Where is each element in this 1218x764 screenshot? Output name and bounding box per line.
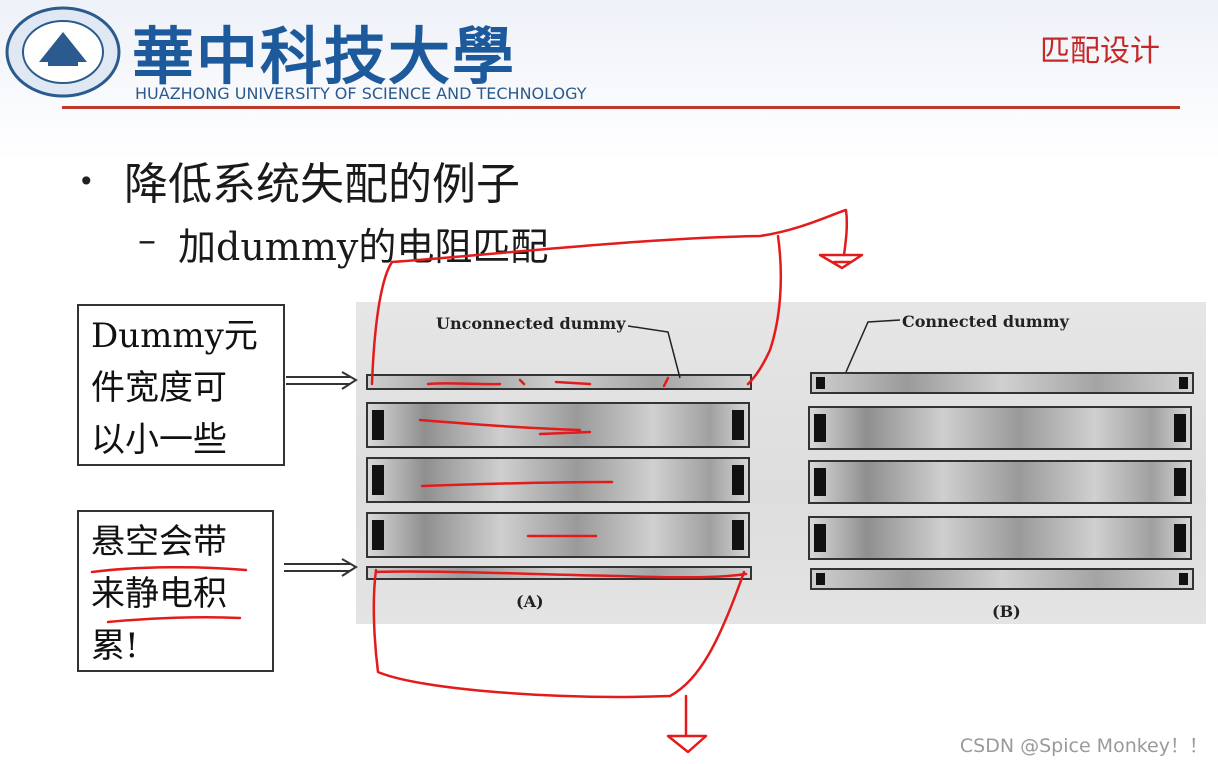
red-scribble — [420, 420, 590, 434]
red-scribble — [376, 571, 746, 577]
ground-symbol-top — [820, 255, 862, 268]
red-scribble — [422, 482, 612, 486]
watermark: CSDN @Spice Monkey！！ — [960, 731, 1208, 758]
red-wire-top-right — [748, 236, 781, 384]
red-underline — [92, 567, 246, 572]
ground-symbol-bottom — [668, 736, 706, 752]
red-scribble — [428, 378, 668, 386]
red-underline — [108, 617, 240, 622]
callout-arrow-1 — [286, 372, 356, 389]
callout-arrow-2 — [284, 559, 356, 576]
red-wire-bottom — [374, 570, 744, 697]
unconnected-leader-line — [628, 326, 680, 378]
connected-leader-line — [846, 320, 900, 372]
red-wire-top — [372, 210, 847, 384]
